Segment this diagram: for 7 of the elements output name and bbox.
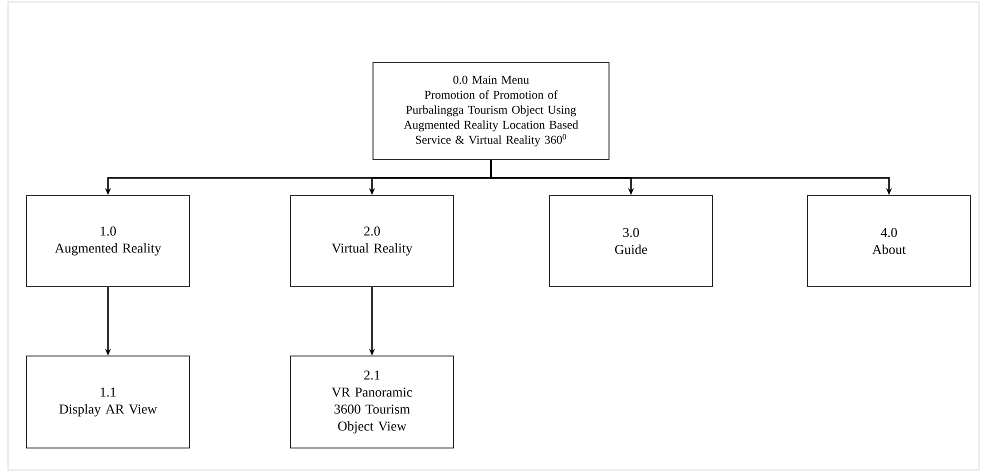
menu-box: 3.0 Guide [549,195,713,287]
menu-box: 0.0 Main Menu Promotion of Promotion of Purbalingga Tourism Object Using Augmented Reality Location Based Service & Virtual Reality 360$^{0}$ [372,62,610,160]
menu-box: 2.1 VR Panoramic 3600 Tourism Object View [290,356,454,448]
menu-box: 1.1 Display AR View [26,356,190,448]
menu-box: 1.0 Augmented Reality [26,195,190,287]
menu-box: 4.0 About [807,195,971,287]
menu-box: 2.0 Virtual Reality [290,195,454,287]
